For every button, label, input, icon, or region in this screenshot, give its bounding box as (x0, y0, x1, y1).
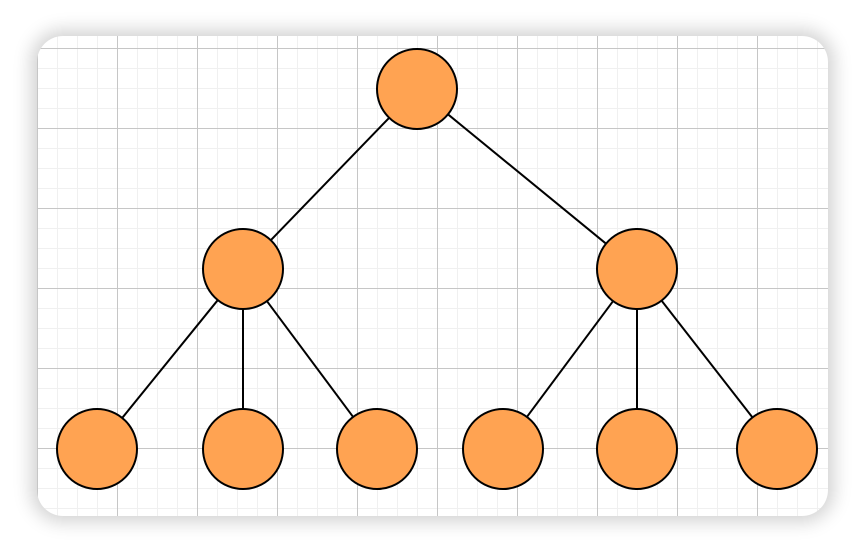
tree-node-a3[interactable] (336, 408, 418, 490)
tree-node-b[interactable] (596, 228, 678, 310)
edge-a-a1 (121, 299, 219, 419)
edge-a-a3 (266, 300, 354, 418)
edge-root-b (447, 113, 607, 245)
edge-root-a (270, 117, 390, 241)
tree-node-a[interactable] (202, 228, 284, 310)
tree-node-a2[interactable] (202, 408, 284, 490)
tree-node-root[interactable] (376, 48, 458, 130)
tree-node-a1[interactable] (56, 408, 138, 490)
edge-b-b3 (660, 299, 754, 419)
tree-node-b1[interactable] (462, 408, 544, 490)
tree-node-b3[interactable] (736, 408, 818, 490)
tree-node-b2[interactable] (596, 408, 678, 490)
edge-b-b1 (526, 300, 614, 418)
